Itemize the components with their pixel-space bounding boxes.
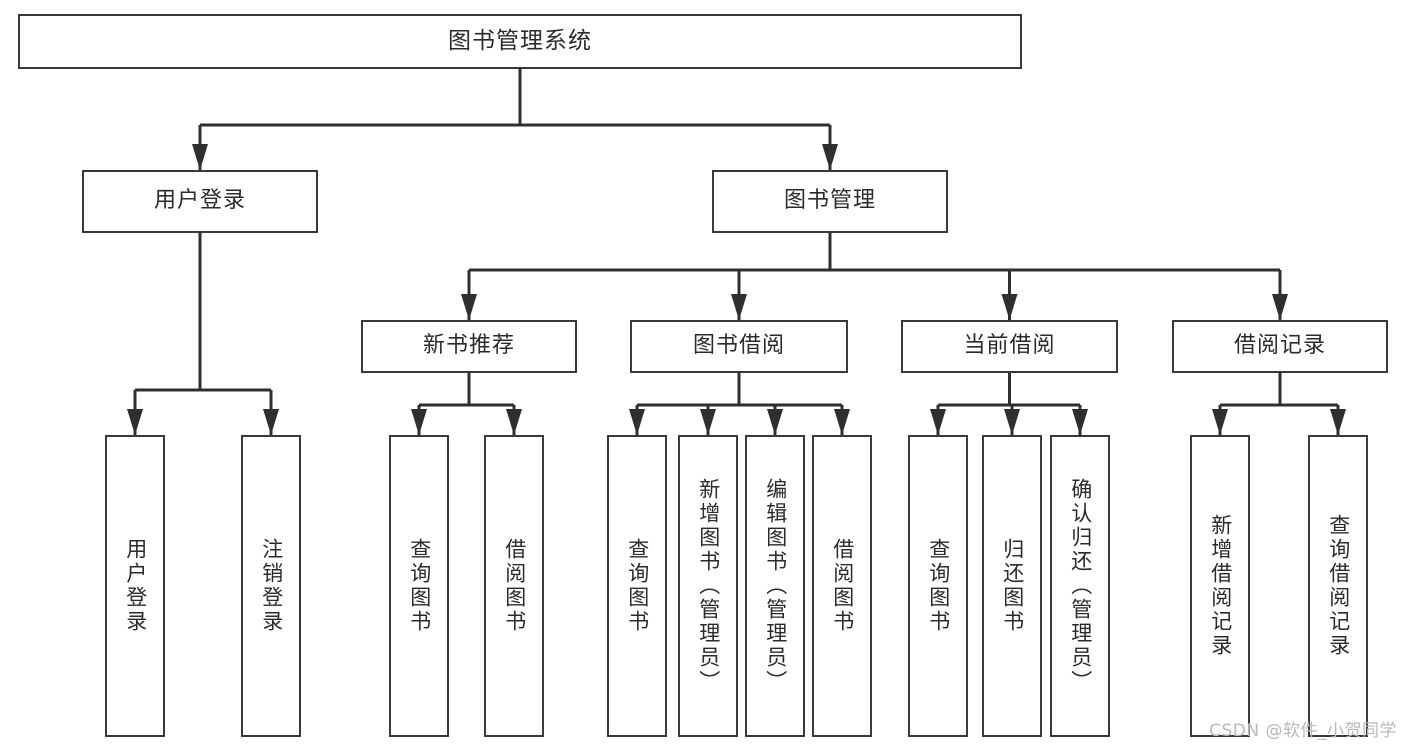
node-label: 当前借阅 xyxy=(963,333,1056,359)
node-label: 归还图书 xyxy=(1000,538,1025,634)
arrowhead xyxy=(506,409,522,435)
node-leaf_user_logout[interactable]: 注销登录 xyxy=(241,435,301,737)
arrowhead xyxy=(1001,294,1018,320)
arrowhead xyxy=(1212,409,1228,435)
node-label: 确认归还（管理员） xyxy=(1068,478,1093,694)
node-leaf_query_record[interactable]: 查询借阅记录 xyxy=(1308,435,1368,737)
node-leaf_edit_book[interactable]: 编辑图书（管理员） xyxy=(745,435,805,737)
node-label: 借阅图书 xyxy=(830,538,855,634)
node-label: 新书推荐 xyxy=(422,333,515,359)
arrowhead xyxy=(1004,409,1020,435)
node-leaf_query_book_1[interactable]: 查询图书 xyxy=(389,435,449,737)
node-user_login[interactable]: 用户登录 xyxy=(82,170,318,233)
node-label: 查询图书 xyxy=(407,538,432,634)
node-label: 编辑图书（管理员） xyxy=(763,478,788,694)
csdn-watermark: CSDN @软件_小贺同学 xyxy=(1209,721,1397,741)
node-label: 借阅记录 xyxy=(1233,333,1326,359)
node-label: 用户登录 xyxy=(123,538,148,634)
arrowhead xyxy=(767,409,783,435)
arrowhead xyxy=(1330,409,1346,435)
node-label: 注销登录 xyxy=(259,538,284,634)
arrowhead xyxy=(629,409,645,435)
arrowhead xyxy=(930,409,946,435)
arrowhead xyxy=(461,294,477,320)
node-leaf_confirm_return[interactable]: 确认归还（管理员） xyxy=(1050,435,1110,737)
node-label: 查询图书 xyxy=(625,538,650,634)
node-label: 新增图书（管理员） xyxy=(696,478,721,694)
arrowhead xyxy=(411,409,427,435)
arrowhead xyxy=(700,409,716,435)
node-leaf_query_book_2[interactable]: 查询图书 xyxy=(607,435,667,737)
node-borrow_record[interactable]: 借阅记录 xyxy=(1172,320,1388,373)
node-current_borrow[interactable]: 当前借阅 xyxy=(901,320,1118,373)
arrowhead xyxy=(822,144,838,170)
node-label: 图书借阅 xyxy=(692,333,785,359)
node-label: 查询借阅记录 xyxy=(1326,514,1351,658)
node-label: 新增借阅记录 xyxy=(1208,514,1233,658)
node-new_book_rec[interactable]: 新书推荐 xyxy=(361,320,577,373)
node-label: 图书管理系统 xyxy=(448,27,592,54)
arrowhead xyxy=(1272,294,1288,320)
arrowhead xyxy=(192,144,208,170)
node-label: 用户登录 xyxy=(153,188,246,214)
arrowhead xyxy=(731,294,747,320)
node-leaf_borrow_book_2[interactable]: 借阅图书 xyxy=(812,435,872,737)
node-book_borrow[interactable]: 图书借阅 xyxy=(630,320,848,373)
node-leaf_return_book[interactable]: 归还图书 xyxy=(982,435,1042,737)
arrowhead xyxy=(834,409,850,435)
node-book_manage[interactable]: 图书管理 xyxy=(712,170,948,233)
node-leaf_add_record[interactable]: 新增借阅记录 xyxy=(1190,435,1250,737)
node-root[interactable]: 图书管理系统 xyxy=(18,14,1022,69)
node-label: 查询图书 xyxy=(926,538,951,634)
arrowhead xyxy=(263,409,279,435)
arrowhead xyxy=(1072,409,1088,435)
node-leaf_user_login[interactable]: 用户登录 xyxy=(105,435,165,737)
node-leaf_add_book[interactable]: 新增图书（管理员） xyxy=(678,435,738,737)
node-leaf_borrow_book_1[interactable]: 借阅图书 xyxy=(484,435,544,737)
node-label: 图书管理 xyxy=(783,188,876,214)
node-leaf_query_book_3[interactable]: 查询图书 xyxy=(908,435,968,737)
node-label: 借阅图书 xyxy=(502,538,527,634)
arrowhead xyxy=(127,409,143,435)
